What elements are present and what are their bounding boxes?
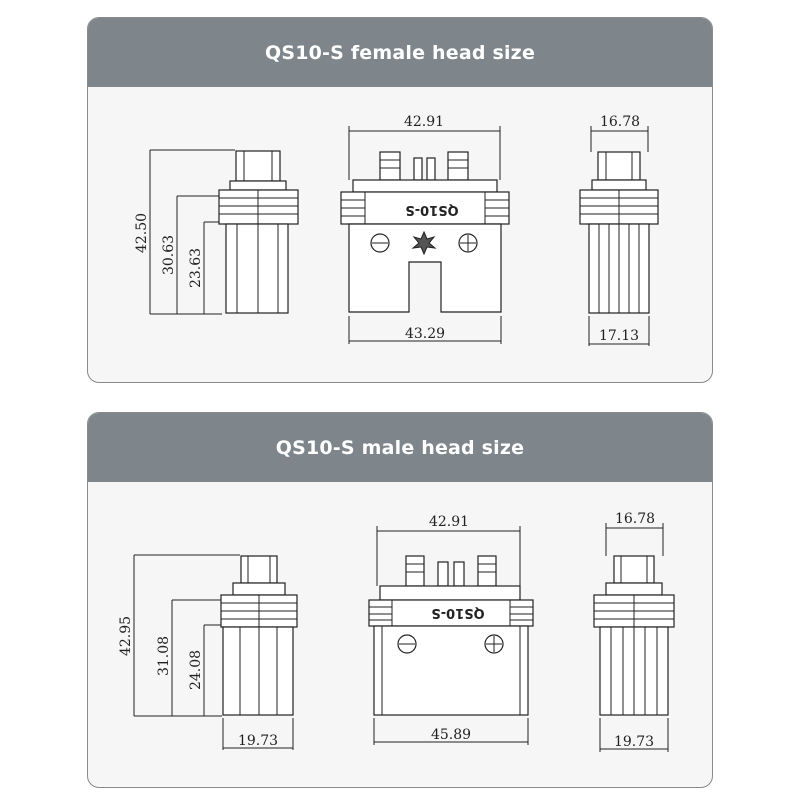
female-total-height-label: 42.50 bbox=[134, 213, 150, 253]
female-mid-height-label: 30.63 bbox=[161, 235, 177, 275]
male-end-bottom-width-label: 19.73 bbox=[614, 734, 654, 750]
female-front-top-width-label: 42.91 bbox=[404, 114, 444, 130]
male-front-top-width-label: 42.91 bbox=[429, 514, 469, 530]
female-front-view: 42.91 QS10-S bbox=[340, 114, 510, 344]
male-side-view: 42.95 31.08 24.08 19.73 bbox=[118, 554, 298, 750]
female-side-view: 42.50 30.63 23.63 bbox=[134, 149, 299, 315]
plus-screw-icon bbox=[484, 634, 504, 654]
female-end-view: 16.78 17.13 bbox=[579, 114, 659, 346]
male-end-view: 16.78 19.73 bbox=[593, 511, 675, 752]
female-model-label: QS10-S bbox=[405, 202, 458, 217]
female-end-top-width-label: 16.78 bbox=[600, 114, 640, 130]
female-low-height-label: 23.63 bbox=[188, 248, 204, 288]
male-side-bottom-width-label: 19.73 bbox=[238, 733, 278, 749]
female-end-bottom-width-label: 17.13 bbox=[599, 328, 639, 344]
spark-logo-icon bbox=[411, 230, 437, 256]
screw-head-icon bbox=[370, 233, 390, 253]
female-front-bottom-width-label: 43.29 bbox=[405, 326, 445, 342]
male-mid-height-label: 31.08 bbox=[156, 636, 172, 676]
screw-head-icon bbox=[397, 634, 417, 654]
plus-screw-icon bbox=[458, 233, 478, 253]
male-front-bottom-width-label: 45.89 bbox=[431, 727, 471, 743]
male-front-view: 42.91 QS10-S bbox=[368, 514, 534, 745]
male-low-height-label: 24.08 bbox=[188, 650, 204, 690]
male-total-height-label: 42.95 bbox=[118, 616, 134, 656]
male-model-label: QS10-S bbox=[431, 605, 484, 620]
male-panel-title: QS10-S male head size bbox=[88, 413, 712, 482]
male-end-top-width-label: 16.78 bbox=[615, 511, 655, 527]
female-panel-title: QS10-S female head size bbox=[88, 18, 712, 87]
